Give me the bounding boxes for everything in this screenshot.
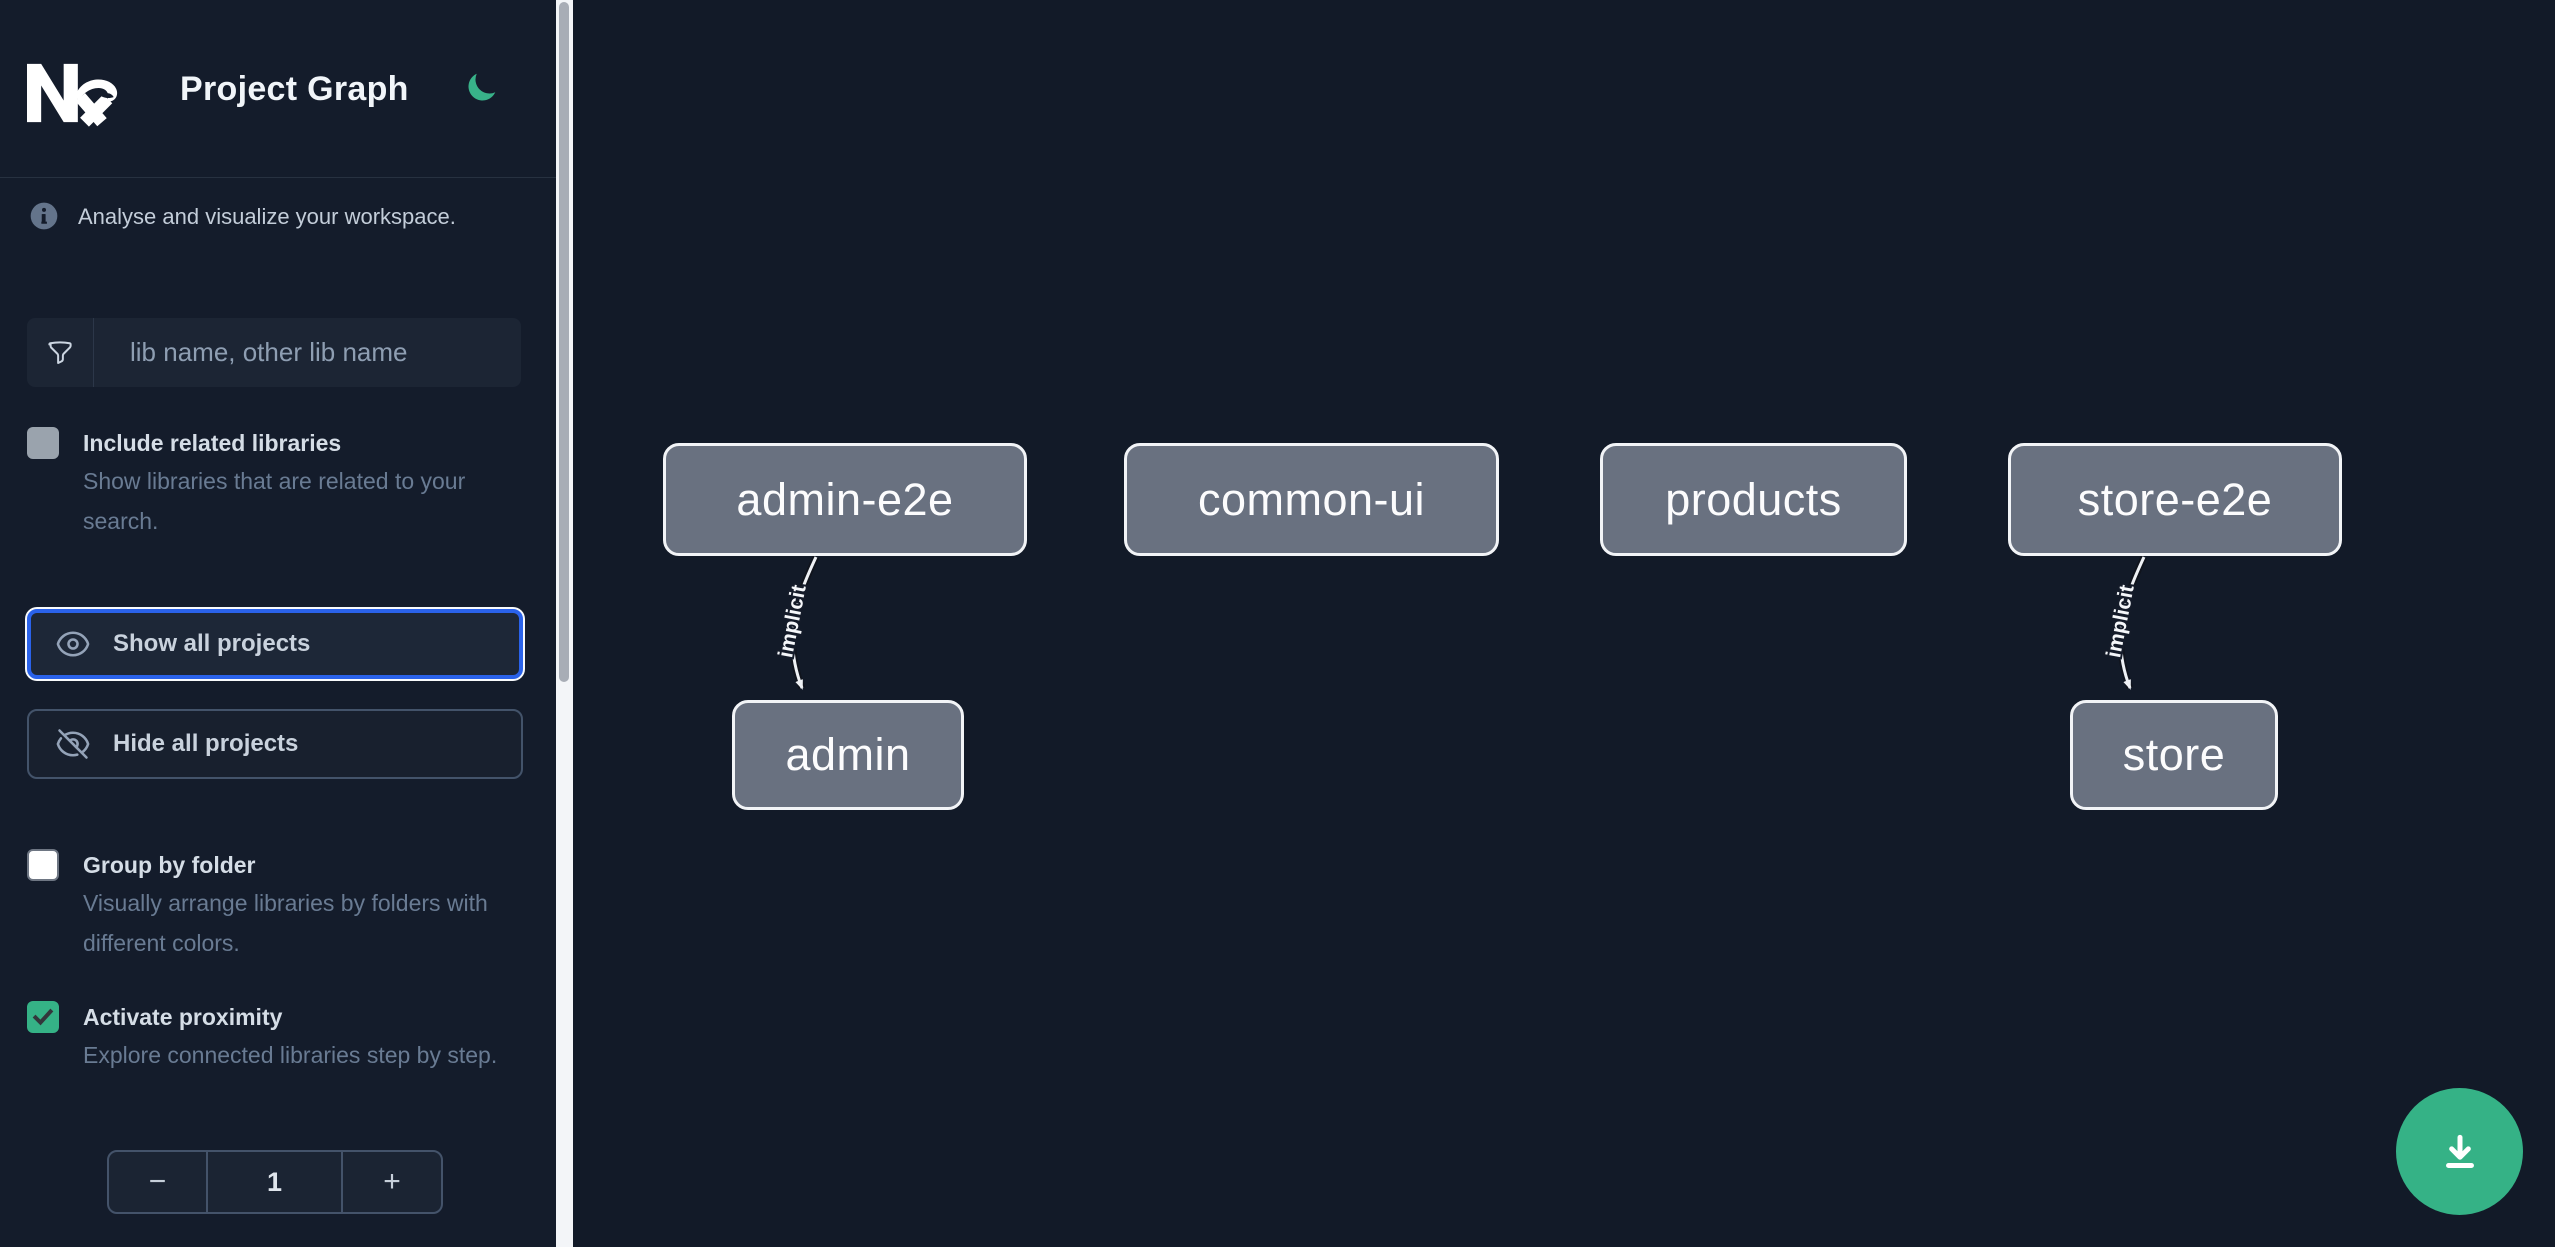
node-admin-e2e[interactable]: admin-e2e [663, 443, 1027, 556]
workspace-info: Analyse and visualize your workspace. [28, 200, 528, 234]
sidebar: Project Graph Analyse and visualize your… [0, 0, 556, 1247]
funnel-icon [48, 340, 72, 364]
show-all-projects-button[interactable]: Show all projects [27, 609, 523, 679]
toggle-description: Visually arrange libraries by folders wi… [83, 890, 488, 956]
download-image-button[interactable] [2396, 1088, 2523, 1215]
nx-logo [27, 63, 118, 127]
node-store-e2e[interactable]: store-e2e [2008, 443, 2342, 556]
toggle-description: Show libraries that are related to your … [83, 468, 466, 534]
scrollbar-thumb[interactable] [559, 2, 569, 682]
node-common-ui[interactable]: common-ui [1124, 443, 1499, 556]
theme-toggle-button[interactable] [464, 69, 508, 113]
moon-icon [468, 73, 496, 101]
filter-icon-cell [27, 318, 94, 387]
app-title: Project Graph [180, 69, 409, 108]
button-label: Show all projects [113, 630, 311, 657]
node-products[interactable]: products [1600, 443, 1907, 556]
toggle-label: Activate proximity [83, 1004, 283, 1030]
search-box [27, 318, 521, 387]
toggle-include-related-libraries: Include related libraries Show libraries… [27, 425, 527, 541]
eye-slash-icon [56, 729, 90, 759]
toggle-activate-proximity: Activate proximity Explore connected lib… [27, 999, 527, 1075]
toggle-label: Include related libraries [83, 430, 342, 456]
eye-icon [56, 631, 90, 657]
info-icon [30, 202, 58, 230]
sidebar-scrollbar[interactable] [556, 0, 573, 1247]
toggle-texts: Group by folder Visually arrange librari… [83, 847, 503, 963]
increment-button[interactable]: + [343, 1152, 441, 1212]
decrement-button[interactable]: − [109, 1152, 206, 1212]
group-by-folder-checkbox[interactable] [27, 849, 59, 881]
include-related-libraries-checkbox[interactable] [27, 427, 59, 459]
graph-canvas[interactable] [573, 0, 2555, 1247]
toggle-description: Explore connected libraries step by step… [83, 1042, 498, 1068]
toggle-label: Group by folder [83, 852, 256, 878]
hide-all-projects-button[interactable]: Hide all projects [27, 709, 523, 779]
node-admin[interactable]: admin [732, 700, 964, 810]
check-icon [32, 1008, 54, 1026]
toggle-texts: Activate proximity Explore connected lib… [83, 999, 503, 1075]
sidebar-header: Project Graph [0, 0, 556, 178]
search-input[interactable] [94, 318, 521, 387]
activate-proximity-checkbox[interactable] [27, 1001, 59, 1033]
toggle-group-by-folder: Group by folder Visually arrange librari… [27, 847, 527, 963]
toggle-texts: Include related libraries Show libraries… [83, 425, 503, 541]
proximity-stepper: − 1 + [107, 1150, 443, 1214]
button-label: Hide all projects [113, 730, 299, 757]
stepper-value[interactable]: 1 [206, 1152, 343, 1212]
download-icon [2445, 1134, 2474, 1168]
node-store[interactable]: store [2070, 700, 2278, 810]
info-text: Analyse and visualize your workspace. [78, 204, 456, 229]
